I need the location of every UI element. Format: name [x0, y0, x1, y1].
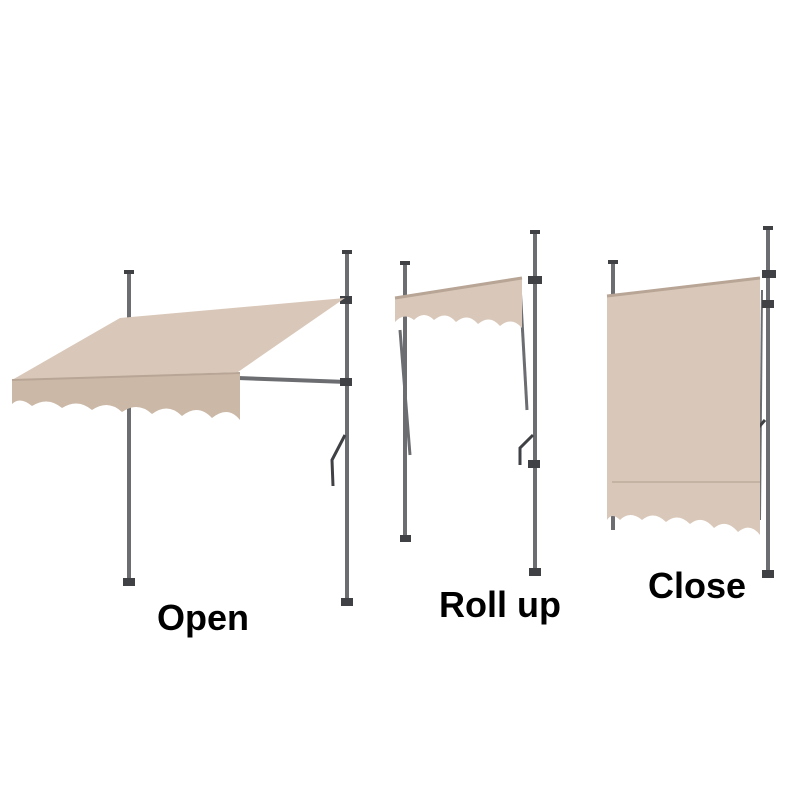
- open-awning: [11, 250, 353, 606]
- open-label: Open: [157, 597, 250, 638]
- close-label: Close: [648, 565, 747, 606]
- closed-awning: [606, 226, 776, 578]
- rollup-awning: [394, 230, 542, 576]
- roll-up-label: Roll up: [439, 584, 561, 625]
- rollup-awning-valance: [395, 278, 522, 328]
- rollup-awning-poles: [398, 230, 542, 576]
- open-awning-canopy: [12, 298, 345, 380]
- open-awning-valance: [12, 373, 240, 420]
- closed-awning-fabric: [607, 278, 760, 535]
